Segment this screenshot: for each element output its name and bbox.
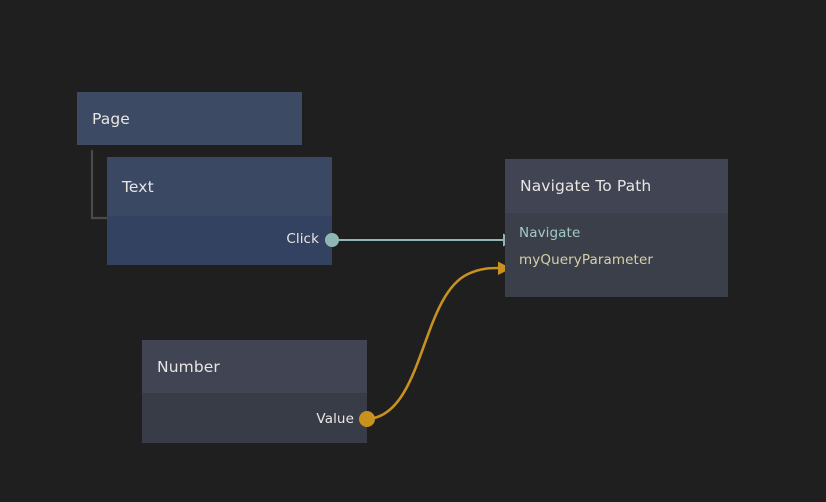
port-label-myqueryparameter: myQueryParameter: [519, 252, 654, 268]
edge-value-to-queryparameter[interactable]: [367, 266, 501, 421]
node-navigate-to-path-title: Navigate To Path: [520, 177, 652, 195]
node-text-body: Click: [107, 216, 332, 265]
port-dot-number-value[interactable]: [359, 411, 375, 427]
node-page-title: Page: [92, 109, 130, 128]
node-text-title: Text: [122, 177, 154, 196]
node-number-body: Value: [142, 393, 367, 443]
port-row-myqueryparameter[interactable]: myQueryParameter: [519, 250, 653, 270]
node-page[interactable]: Page: [77, 92, 302, 145]
node-navigate-to-path-header[interactable]: Navigate To Path: [505, 159, 728, 213]
port-row-text-click[interactable]: Click: [286, 229, 319, 249]
node-text-header[interactable]: Text: [107, 157, 332, 216]
node-page-header[interactable]: Page: [77, 92, 302, 145]
port-row-number-value[interactable]: Value: [316, 409, 354, 429]
node-navigate-to-path-body: Navigate myQueryParameter: [505, 213, 728, 297]
node-navigate-to-path[interactable]: Navigate To Path Navigate myQueryParamet…: [505, 159, 728, 297]
port-row-navigate[interactable]: Navigate: [519, 223, 580, 243]
tree-connector-page-text: [90, 150, 107, 220]
node-number-title: Number: [157, 357, 220, 376]
port-dot-text-click[interactable]: [325, 233, 339, 247]
port-label-value: Value: [316, 411, 354, 427]
node-number[interactable]: Number Value: [142, 340, 367, 443]
node-text[interactable]: Text Click: [107, 157, 332, 265]
port-label-click: Click: [286, 231, 319, 247]
node-number-header[interactable]: Number: [142, 340, 367, 393]
port-label-navigate: Navigate: [519, 225, 581, 241]
